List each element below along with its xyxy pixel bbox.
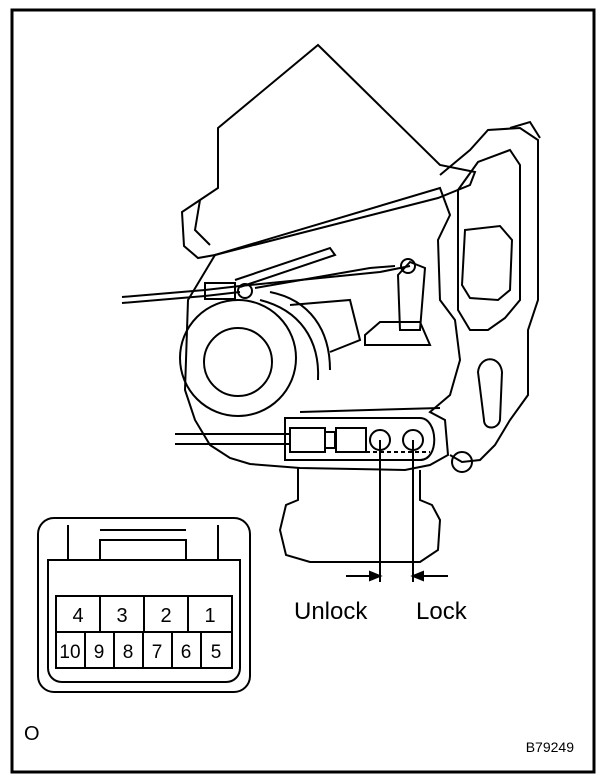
bottom-tab: [451, 451, 473, 473]
pin-number: 5: [211, 642, 222, 663]
rod-link: [254, 265, 396, 289]
lock-cylinder-outer: [179, 299, 297, 417]
lever-pivot: [400, 258, 416, 274]
lock-body: [183, 186, 462, 472]
door-lock-assembly: [121, 43, 541, 563]
rod-clip: [204, 282, 236, 300]
pin-number: 4: [72, 605, 83, 627]
cylinder-guide-2: [269, 291, 331, 371]
slider-block: [335, 427, 367, 453]
lock-arrowhead: [410, 570, 424, 582]
lock-rod: [121, 265, 411, 298]
pin-number: 8: [123, 642, 134, 663]
right-housing-inner: [457, 148, 521, 331]
lock-lever: [396, 260, 427, 331]
pin-number: 7: [152, 642, 163, 663]
pin-number: 2: [160, 605, 171, 627]
figure-frame: [10, 8, 596, 774]
pin-number: 9: [94, 642, 105, 663]
pin-number: 1: [204, 605, 215, 627]
connector-housing: [37, 517, 251, 693]
housing-curve: [476, 358, 504, 429]
right-housing: [439, 126, 539, 464]
unlock-arrowhead: [369, 570, 383, 582]
connector-face: [37, 517, 251, 693]
lock-label: Lock: [416, 598, 468, 625]
cable-sleeve: [289, 427, 326, 453]
rod-arm: [234, 246, 337, 288]
upper-plate: [180, 43, 477, 260]
body-rib: [289, 298, 362, 353]
lock-cylinder-inner: [203, 327, 273, 397]
stroke-indicator: [346, 440, 448, 582]
cylinder-guide: [259, 299, 320, 381]
unlock-label: Unlock: [294, 598, 368, 625]
lower-rail: [299, 407, 441, 413]
rod-joint: [237, 283, 253, 299]
lever-foot: [364, 321, 432, 346]
plate-edge: [193, 199, 211, 246]
connector-inner: [47, 559, 241, 683]
lower-bumper: [278, 468, 442, 563]
pin-number: 6: [181, 642, 192, 663]
housing-slot: [460, 224, 514, 302]
housing-tab: [509, 120, 541, 139]
view-mark: O: [24, 723, 40, 745]
pin-number: 10: [59, 642, 80, 663]
figure-code: B79249: [526, 739, 574, 755]
slider-track: [284, 417, 436, 461]
cable-end: [324, 431, 336, 449]
pin-number: 3: [116, 605, 127, 627]
